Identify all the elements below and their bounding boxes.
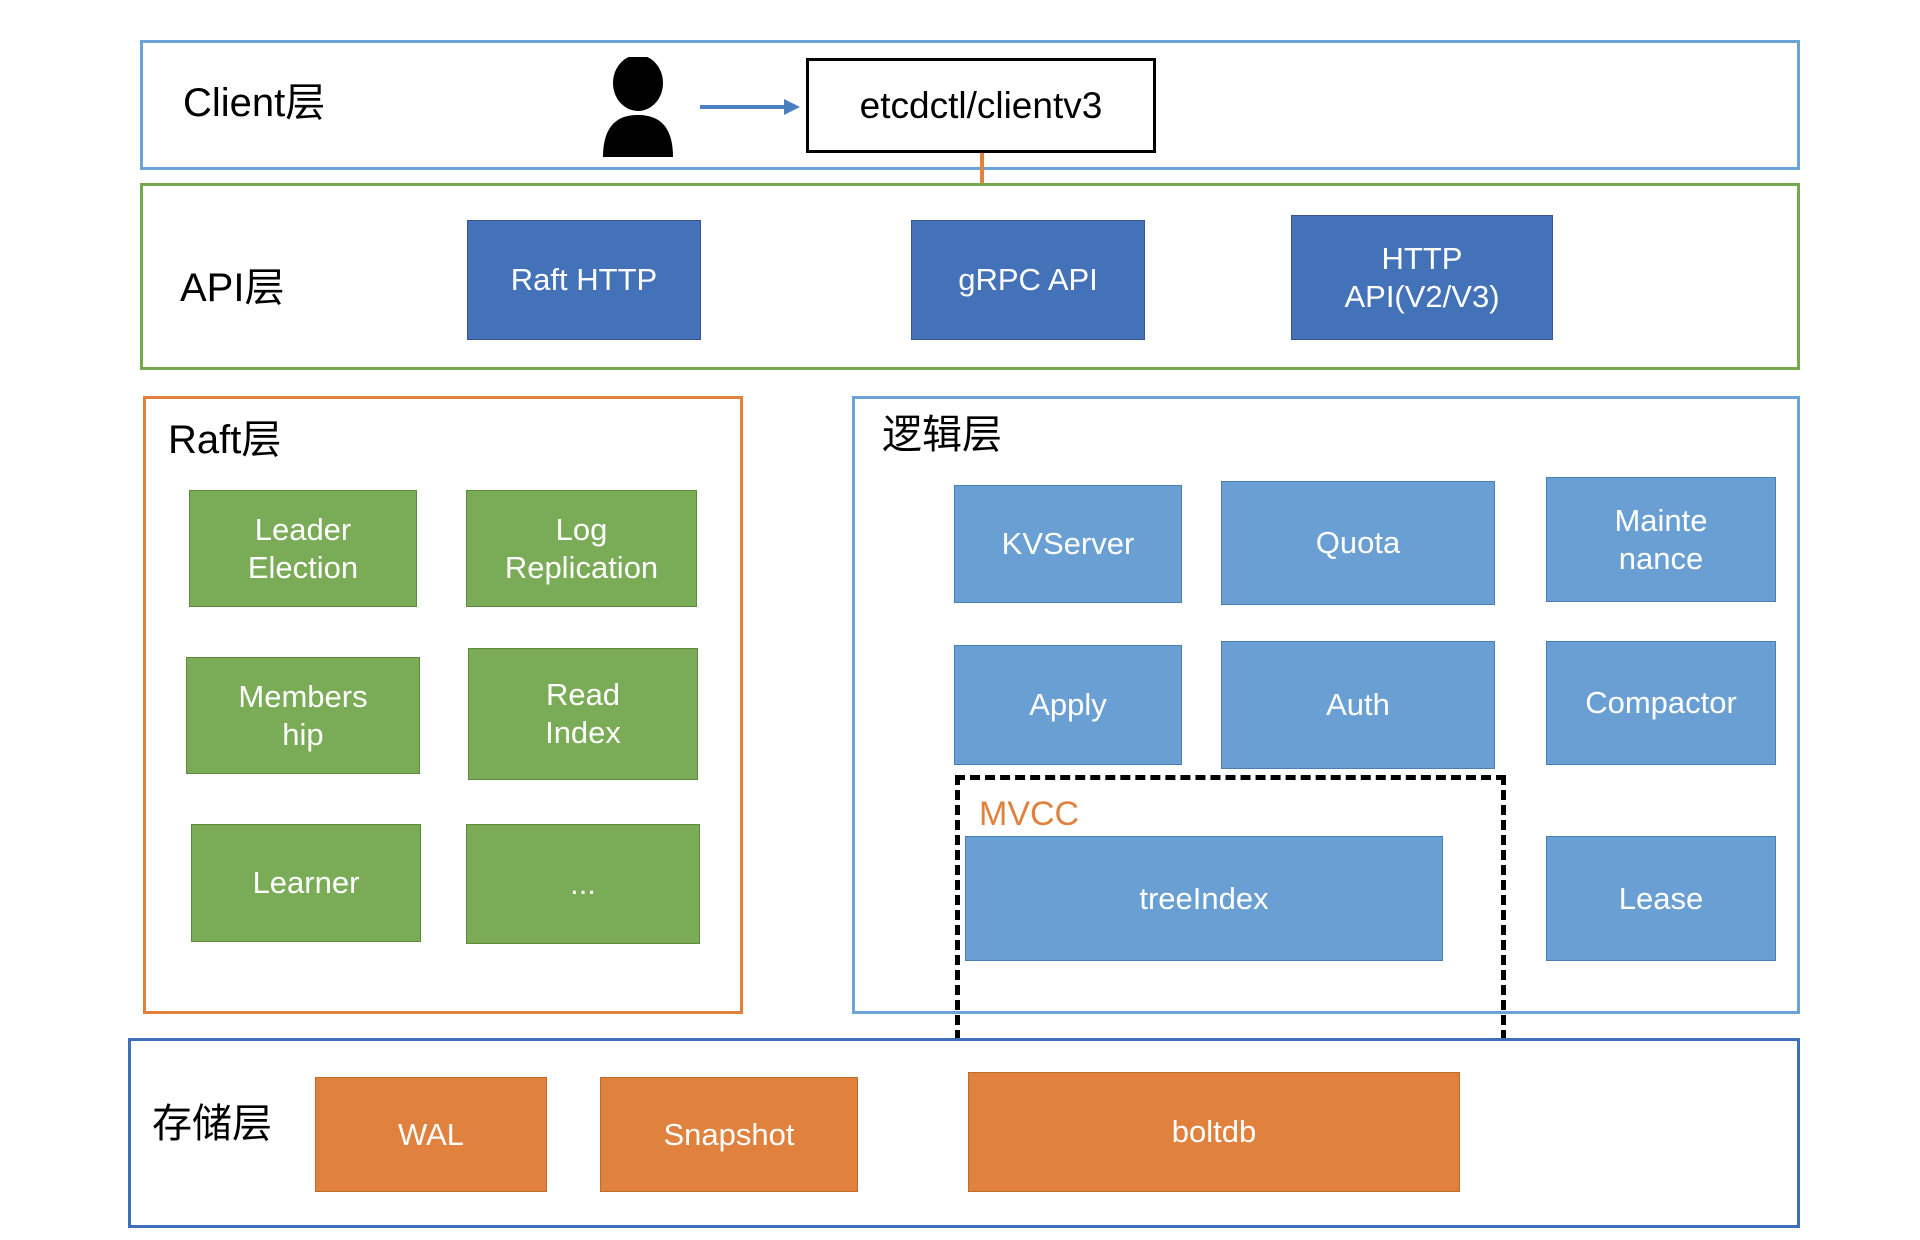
- storage-layer-frame: [128, 1038, 1800, 1228]
- storage-box-boltdb[interactable]: boltdb: [968, 1072, 1460, 1192]
- raft-layer-label: Raft层: [168, 418, 282, 462]
- logic-box-lease[interactable]: Lease: [1546, 836, 1776, 961]
- raft-box-learner[interactable]: Learner: [191, 824, 421, 942]
- logic-box-kvserver[interactable]: KVServer: [954, 485, 1182, 603]
- api-box-http-api[interactable]: HTTP API(V2/V3): [1291, 215, 1553, 340]
- logic-box-apply[interactable]: Apply: [954, 645, 1182, 765]
- logic-layer-label: 逻辑层: [882, 413, 1002, 457]
- etcdctl-client-box[interactable]: etcdctl/clientv3: [806, 58, 1156, 153]
- raft-box-log-replication[interactable]: Log Replication: [466, 490, 697, 607]
- logic-box-quota[interactable]: Quota: [1221, 481, 1495, 605]
- storage-box-snapshot[interactable]: Snapshot: [600, 1077, 858, 1192]
- logic-box-treeindex[interactable]: treeIndex: [965, 836, 1443, 961]
- user-icon: [603, 57, 673, 157]
- api-layer-label: API层: [180, 266, 285, 310]
- mvcc-group-label: MVCC: [979, 795, 1080, 833]
- logic-box-auth[interactable]: Auth: [1221, 641, 1495, 769]
- client-layer-label: Client层: [183, 81, 326, 125]
- storage-layer-label: 存储层: [152, 1102, 272, 1146]
- raft-box-leader-election[interactable]: Leader Election: [189, 490, 417, 607]
- api-box-grpc-api[interactable]: gRPC API: [911, 220, 1145, 340]
- logic-box-maintenance[interactable]: Mainte nance: [1546, 477, 1776, 602]
- raft-box-membership[interactable]: Members hip: [186, 657, 420, 774]
- raft-box-read-index[interactable]: Read Index: [468, 648, 698, 780]
- raft-box-ellipsis[interactable]: ...: [466, 824, 700, 944]
- arrow-right-icon: [700, 99, 800, 115]
- storage-box-wal[interactable]: WAL: [315, 1077, 547, 1192]
- logic-box-compactor[interactable]: Compactor: [1546, 641, 1776, 765]
- api-box-raft-http[interactable]: Raft HTTP: [467, 220, 701, 340]
